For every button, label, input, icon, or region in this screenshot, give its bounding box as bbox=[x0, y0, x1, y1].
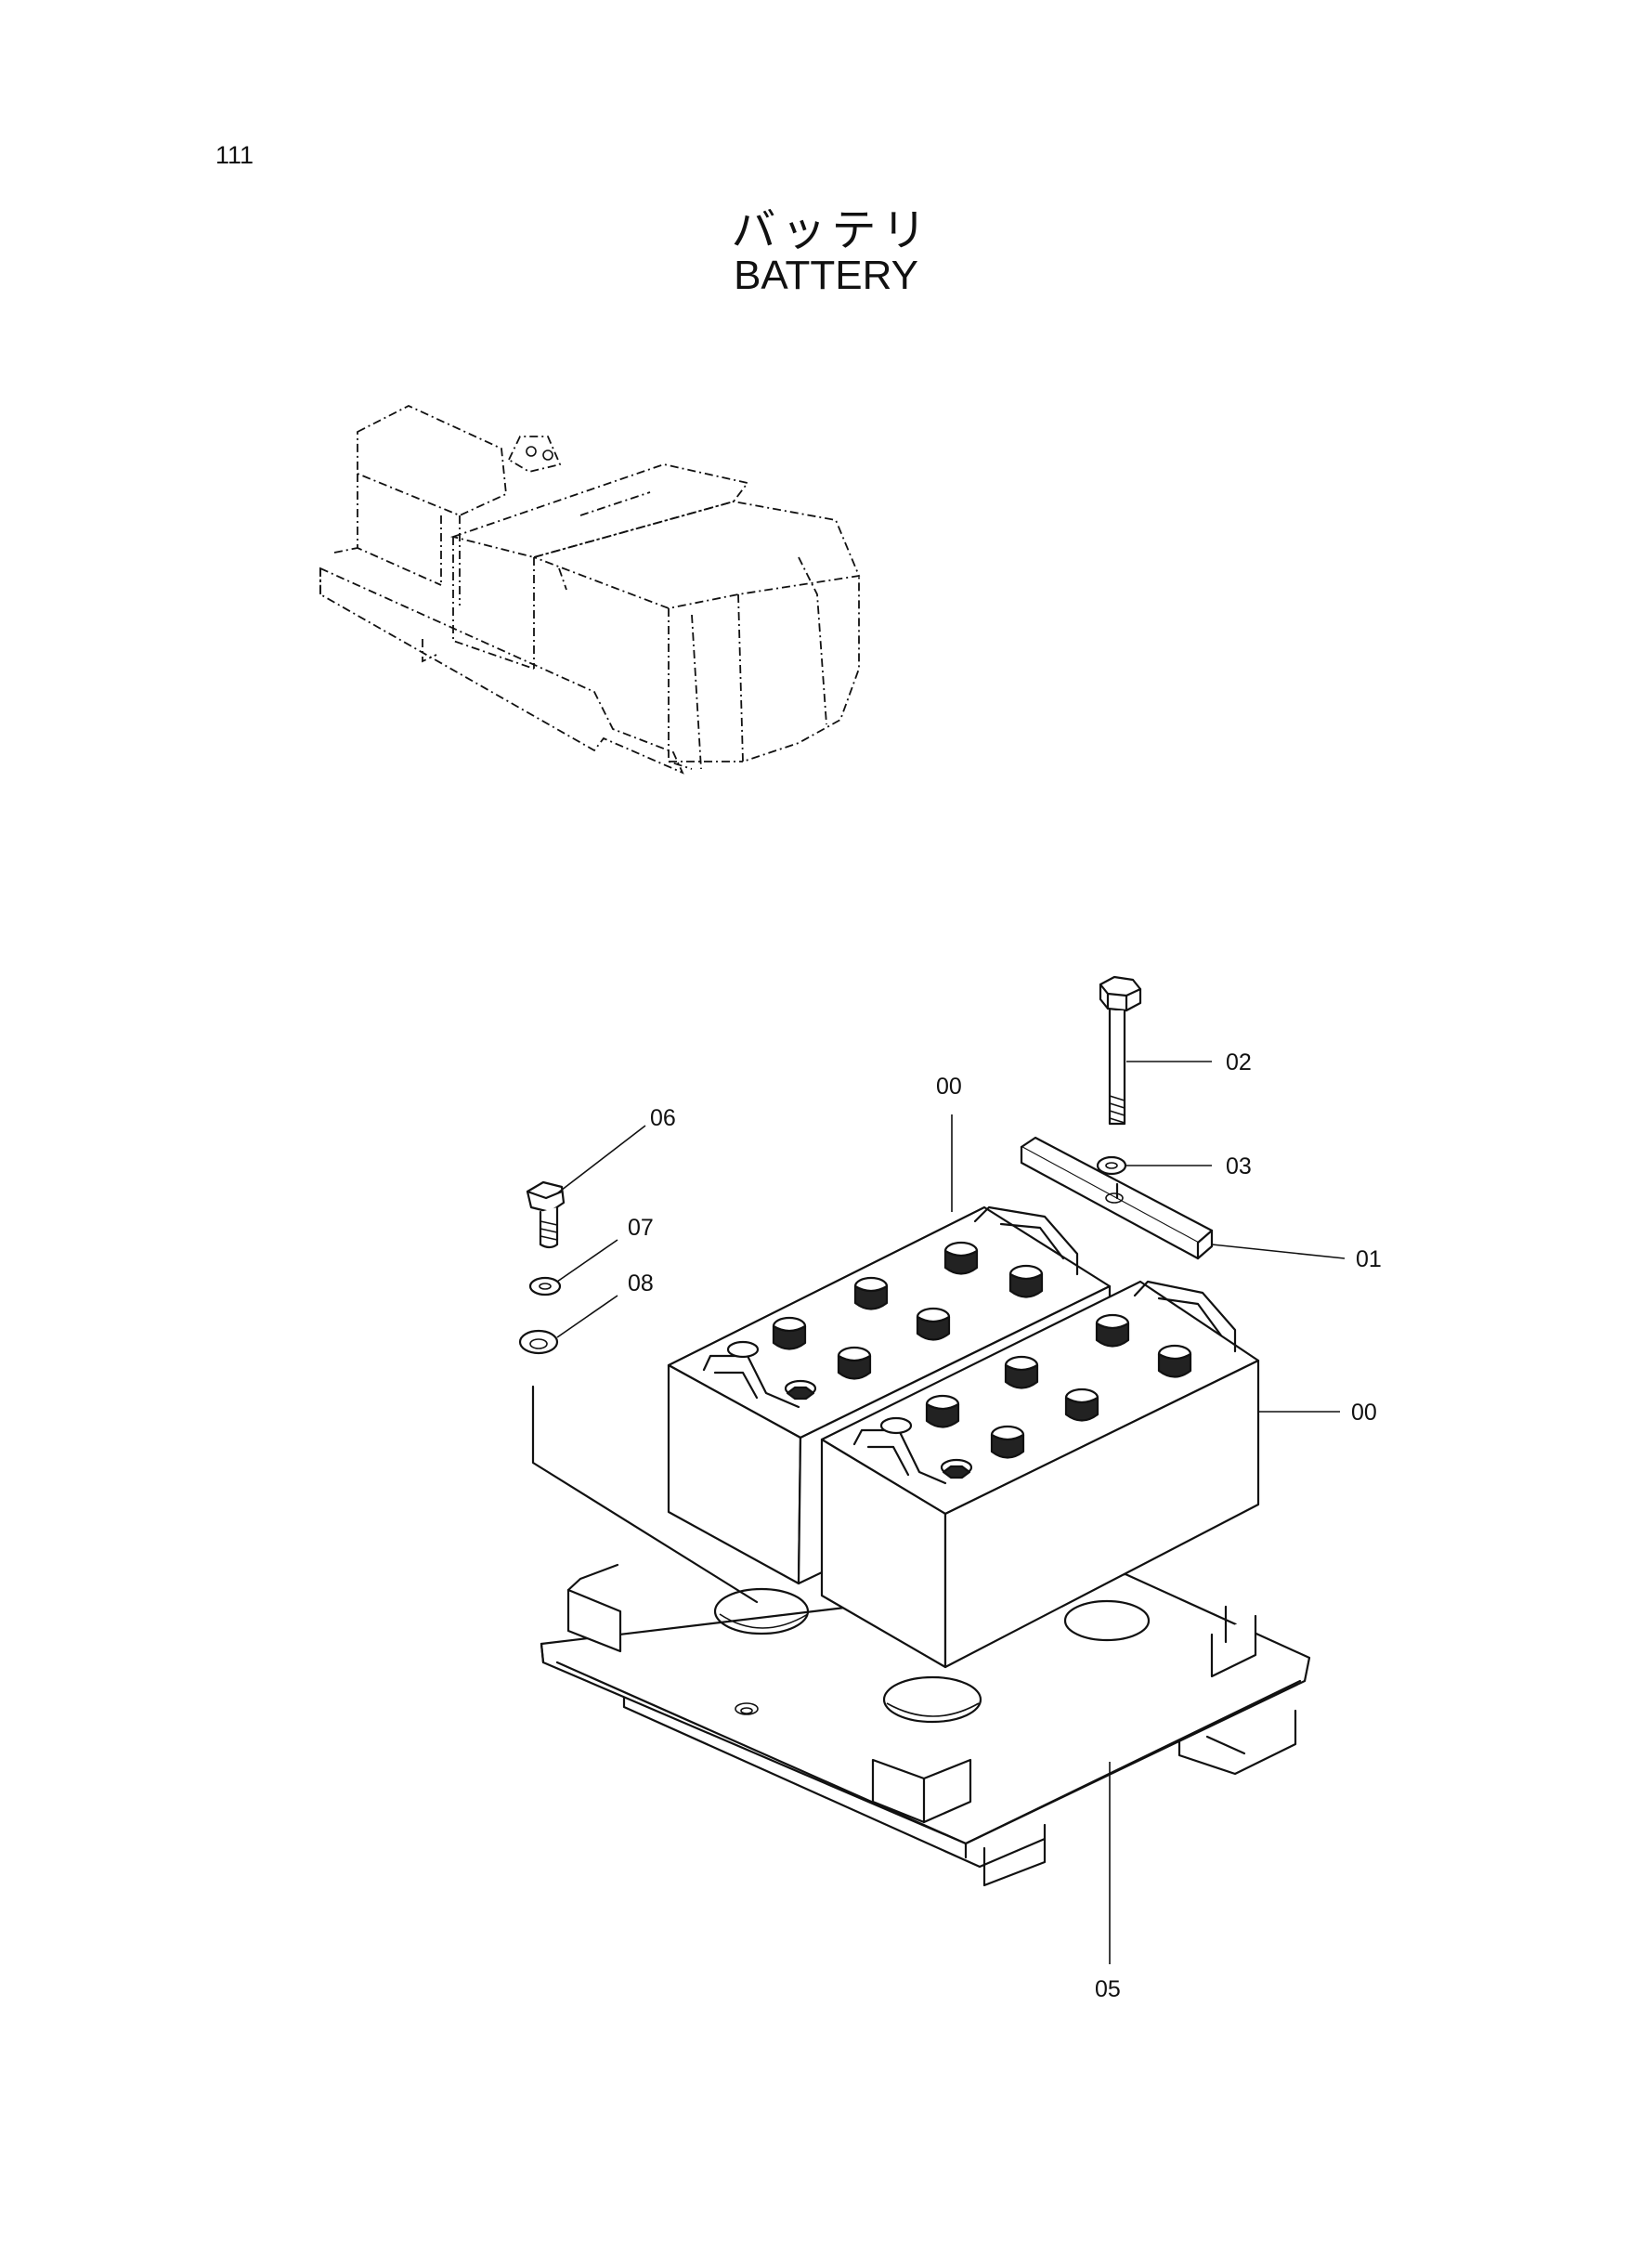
page-number: 111 bbox=[215, 141, 254, 169]
callout-00-upper: 00 bbox=[936, 1074, 962, 1100]
terminal-bolt bbox=[526, 1180, 566, 1249]
callout-06: 06 bbox=[650, 1105, 676, 1131]
leader-lines bbox=[556, 1061, 1346, 1964]
flat-washer bbox=[518, 1329, 559, 1355]
callout-02: 02 bbox=[1226, 1049, 1252, 1075]
assembly-guide-line bbox=[531, 1385, 759, 1604]
callout-05: 05 bbox=[1095, 1976, 1121, 2002]
callout-01: 01 bbox=[1356, 1246, 1382, 1272]
battery-tray bbox=[540, 1563, 1311, 1887]
callout-00-lower: 00 bbox=[1351, 1400, 1377, 1426]
page-title-japanese: バッテリ bbox=[731, 204, 932, 256]
callout-07: 07 bbox=[628, 1215, 654, 1241]
page-title-english: BATTERY bbox=[734, 253, 918, 298]
j-bolt bbox=[1099, 975, 1142, 1200]
callout-03: 03 bbox=[1226, 1153, 1252, 1179]
battery-lower bbox=[820, 1280, 1260, 1669]
machine-location-sketch bbox=[319, 405, 861, 775]
callout-08: 08 bbox=[628, 1270, 654, 1296]
spring-washer bbox=[1096, 1155, 1127, 1176]
lock-washer bbox=[528, 1276, 562, 1296]
